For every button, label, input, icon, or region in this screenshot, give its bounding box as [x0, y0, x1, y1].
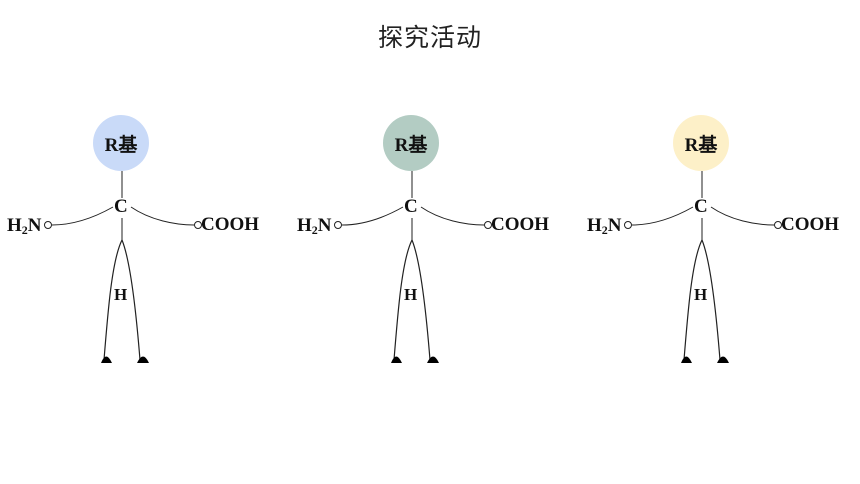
- stick-figure-lines: [334, 171, 492, 363]
- left-foot: [681, 356, 692, 363]
- stick-figure-lines: [624, 171, 782, 363]
- carboxyl-group-label: COOH: [491, 214, 550, 235]
- left-foot: [101, 356, 112, 363]
- hydrogen-label: H: [404, 285, 418, 304]
- r-group-circle: R基: [673, 115, 729, 171]
- page-title: 探究活动: [377, 23, 482, 52]
- carboxyl-group-label: COOH: [781, 214, 840, 235]
- r-group-label: R基: [394, 134, 428, 156]
- amino-group-label: H2N: [587, 215, 622, 237]
- amino-group-label: H2N: [297, 215, 332, 237]
- stick-figure-lines: [44, 171, 202, 363]
- amino-acid-figure-2: R基 C H H2N COOH: [290, 110, 580, 380]
- r-group-circle: R基: [93, 115, 149, 171]
- right-foot: [427, 356, 439, 363]
- amino-acid-figure-3: R基 C H H2N COOH: [580, 110, 860, 380]
- carboxyl-group-label: COOH: [201, 214, 260, 235]
- carbon-label: C: [694, 196, 708, 217]
- r-group-label: R基: [104, 134, 138, 156]
- carbon-label: C: [404, 196, 418, 217]
- amino-acid-figure-1: R基 C H H2N COOH: [0, 110, 290, 380]
- right-foot: [717, 356, 729, 363]
- carbon-label: C: [114, 196, 128, 217]
- hydrogen-label: H: [694, 285, 708, 304]
- amino-group-label: H2N: [7, 215, 42, 237]
- r-group-circle: R基: [383, 115, 439, 171]
- right-foot: [137, 356, 149, 363]
- r-group-label: R基: [684, 134, 718, 156]
- hydrogen-label: H: [114, 285, 128, 304]
- left-foot: [391, 356, 402, 363]
